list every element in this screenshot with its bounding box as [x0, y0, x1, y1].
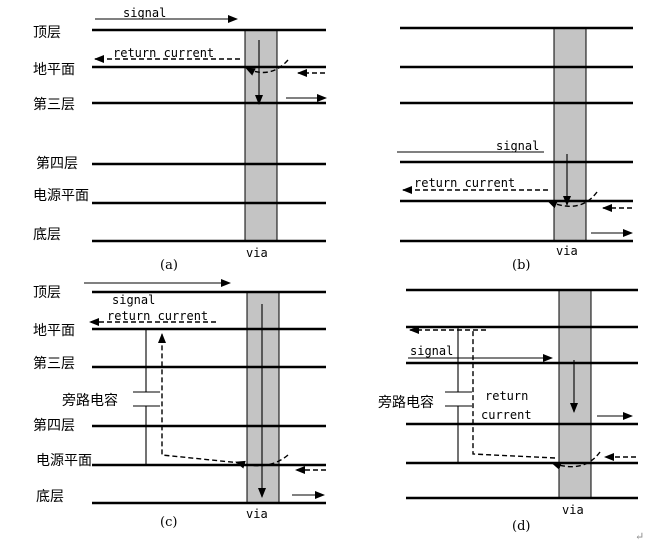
layer-label-third: 第三层: [33, 96, 75, 113]
via-d: [558, 289, 592, 499]
via-label-d: via: [562, 503, 584, 517]
return-label-a: return current: [113, 46, 214, 60]
panel-d: signal 旁路电容 return current via (d): [378, 288, 638, 534]
layer-label-power-c: 电源平面: [36, 453, 92, 469]
return-label-d-line2: current: [481, 408, 532, 422]
panel-b: signal return current via (b): [397, 26, 633, 273]
via-label-b: via: [556, 244, 578, 258]
return-label-b: return current: [414, 176, 515, 190]
via-b: [553, 27, 587, 242]
return-path-cap-c: [158, 333, 242, 464]
layer-label-power: 电源平面: [33, 188, 89, 204]
return-curve-d: [551, 451, 601, 470]
via-label-c: via: [246, 507, 268, 521]
layer-label-third-c: 第三层: [33, 355, 75, 372]
layer-label-top-c: 顶层: [33, 285, 61, 301]
bypass-cap-label-d: 旁路电容: [378, 394, 434, 411]
signal-label-c: signal: [112, 293, 155, 307]
return-curve-b: [547, 191, 598, 209]
signal-label-b: signal: [496, 139, 539, 153]
signal-label-d: signal: [410, 344, 453, 358]
layer-label-fourth: 第四层: [36, 155, 78, 172]
panel-a: 顶层 地平面 第三层 第四层 电源平面 底层 signal return cur…: [33, 6, 327, 273]
via-label-a: via: [246, 246, 268, 260]
layer-label-ground: 地平面: [33, 62, 75, 78]
caption-d: (d): [512, 519, 530, 534]
layer-label-bottom-c: 底层: [36, 489, 64, 505]
return-curve-c: [235, 454, 289, 469]
return-label-d-line1: return: [485, 389, 528, 403]
return-curve-a: [245, 59, 289, 76]
return-path-cap-d: [472, 330, 556, 459]
corner-mark: ↵: [635, 530, 644, 543]
caption-c: (c): [160, 515, 177, 530]
via-c: [246, 291, 280, 504]
layer-label-bottom: 底层: [33, 227, 61, 243]
bypass-cap-label-c: 旁路电容: [62, 392, 118, 409]
caption-a: (a): [160, 258, 178, 273]
layer-label-fourth-c: 第四层: [33, 417, 75, 434]
signal-label-a: signal: [123, 6, 166, 20]
layer-label-ground-c: 地平面: [33, 323, 75, 339]
caption-b: (b): [512, 258, 530, 273]
panel-c: 顶层 地平面 第三层 第四层 电源平面 底层 signal return cur…: [33, 279, 326, 530]
via-a: [244, 29, 278, 242]
return-label-c: return current: [107, 309, 208, 323]
layer-label-top: 顶层: [33, 25, 61, 41]
